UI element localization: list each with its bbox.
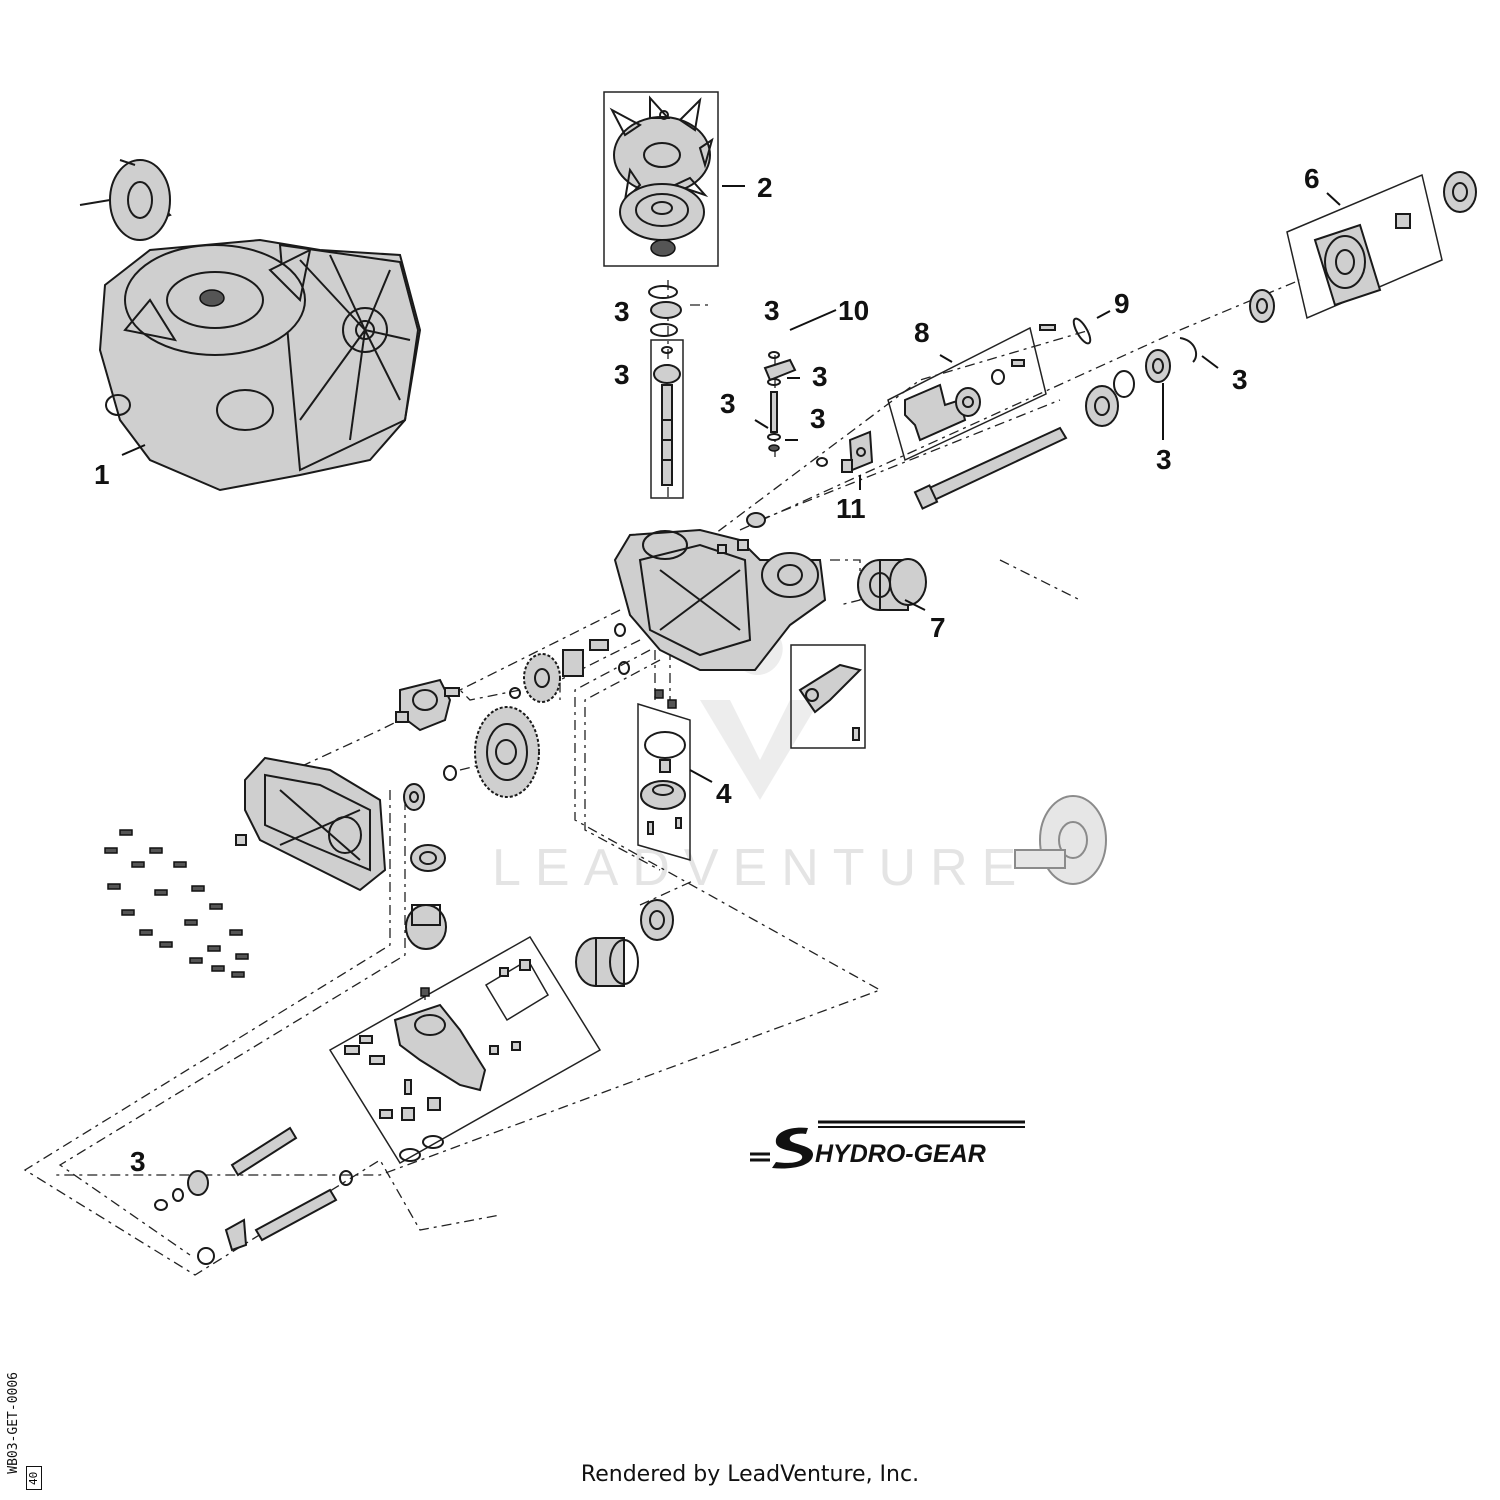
callout-9: 9: [1114, 288, 1130, 319]
callout-3-f: 3: [810, 403, 826, 434]
callout-7: 7: [930, 612, 946, 643]
filter-box: [637, 702, 691, 861]
watermark-text: LEADVENTURE: [492, 839, 1030, 897]
pulley-fan-box: [603, 91, 719, 267]
bypass-arm: [798, 663, 862, 741]
callout-3-i: 3: [130, 1146, 146, 1177]
callout-8: 8: [914, 317, 930, 348]
filter-drum: [857, 558, 927, 611]
bypass-box: [790, 644, 866, 749]
mounting-bracket: [904, 324, 1056, 442]
callout-3-a: 3: [614, 296, 630, 327]
valve-box: [484, 958, 550, 1022]
group-boxes: [328, 91, 1443, 1165]
fan-pulley: [609, 95, 714, 257]
callout-6: 6: [1304, 163, 1320, 194]
bracket-box: [887, 326, 1047, 462]
filter-kit: [640, 689, 686, 835]
main-housing: [613, 512, 827, 671]
snap-ring-9: [1072, 317, 1092, 345]
callout-1: 1: [94, 459, 110, 490]
brake-assembly: [395, 678, 460, 732]
detent-plate: [816, 430, 874, 473]
bolt-set: [104, 829, 249, 978]
axle-shaft: [913, 289, 1275, 510]
callout-leaders: [121, 185, 1341, 783]
bearing-column: [403, 783, 447, 997]
hydro-gear-logo: HYDRO-GEAR: [750, 1120, 1025, 1169]
callout-3-h: 3: [1156, 444, 1172, 475]
transaxle-assembly: [79, 159, 422, 492]
motor-block: [575, 899, 674, 987]
callout-3-b: 3: [764, 295, 780, 326]
pump-shafts: [154, 1126, 353, 1265]
center-section-box: [328, 935, 602, 1165]
callout-labels: 1 2 6 8 9 10 3 3 3 3 3 3 3 3 3 11 7 4: [94, 163, 1320, 1177]
logo-text: HYDRO-GEAR: [815, 1140, 986, 1168]
gear-set: [443, 623, 630, 798]
callout-3-d: 3: [812, 361, 828, 392]
footer-credit: Rendered by LeadVenture, Inc.: [580, 1462, 920, 1487]
axle-hub-grey: [1014, 795, 1107, 885]
callout-3-c: 3: [614, 359, 630, 390]
input-shaft-stack: [648, 285, 682, 486]
side-cover: [235, 756, 387, 892]
callout-2: 2: [757, 172, 773, 203]
control-arm-parts: [763, 351, 797, 452]
diagram-code: WB03-GET-0006: [6, 1372, 21, 1474]
center-section: [344, 959, 531, 1162]
callout-3-e: 3: [720, 388, 736, 419]
input-shaft-box: [650, 339, 684, 499]
callout-10: 10: [838, 295, 869, 326]
wheel-hub: [1313, 171, 1477, 307]
callout-4: 4: [716, 778, 732, 809]
hub-box: [1286, 173, 1443, 320]
callout-3-g: 3: [1232, 364, 1248, 395]
callout-11: 11: [836, 493, 866, 524]
leadventure-watermark: LEADVENTURE: [492, 631, 1030, 897]
